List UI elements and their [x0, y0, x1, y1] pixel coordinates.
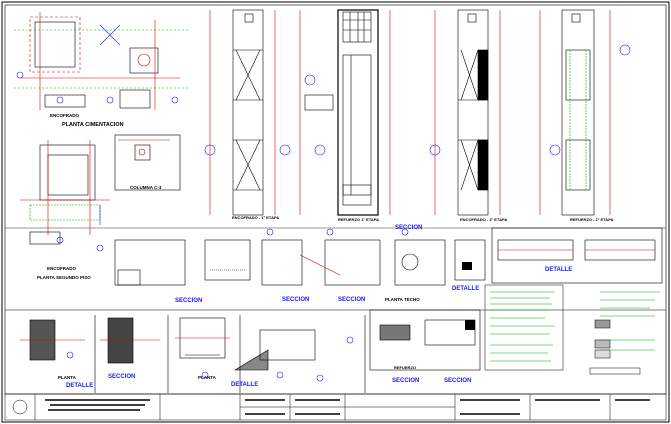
label-elev-1: ENCOFRADO - 1° ETAPA — [232, 215, 280, 220]
second-floor-plan — [20, 140, 110, 252]
middle-sections — [114, 227, 663, 286]
label-detalle-bm: DETALLE — [231, 382, 259, 388]
label-detalle-right: DETALLE — [545, 267, 573, 273]
label-planta-cimentacion: PLANTA CIMENTACION — [62, 122, 124, 128]
label-columna: COLUMNA C-3 — [130, 185, 162, 190]
inner-border — [4, 4, 667, 395]
label-planta-segundo-piso: PLANTA SEGUNDO PISO — [37, 275, 91, 280]
label-seccion-br1: SECCION — [392, 378, 420, 384]
label-planta-bm: PLANTA — [198, 375, 216, 380]
column-detail — [114, 134, 181, 191]
label-detalle-mid: DETALLE — [452, 286, 480, 292]
label-encofrado: ENCOFRADO — [50, 113, 79, 118]
foundation-plan — [14, 12, 190, 110]
label-elev-2: REFUERZO 1° ETAPA — [338, 217, 380, 222]
label-elev-3: ENCOFRADO - 2° ETAPA — [460, 217, 508, 222]
elevation-3 — [429, 9, 501, 216]
label-planta-bl: PLANTA — [58, 375, 76, 380]
label-planta-techo: PLANTA TECHO — [385, 297, 420, 302]
bottom-details — [20, 309, 481, 393]
elevation-2 — [299, 9, 391, 216]
label-refuerzo: REFUERZO — [394, 365, 416, 370]
label-detalle-bl: DETALLE — [66, 383, 94, 389]
title-block — [4, 393, 667, 421]
label-seccion-2: SECCION — [338, 297, 366, 303]
general-notes — [484, 284, 660, 375]
elevation-1 — [204, 9, 291, 216]
label-seccion-left: SECCION — [175, 298, 203, 304]
label-seccion-1: SECCION — [282, 297, 310, 303]
label-elev-4: REFUERZO - 2° ETAPA — [570, 217, 614, 222]
label-seccion-top: SECCION — [395, 225, 423, 231]
label-encofrado-2: ENCOFRADO — [47, 266, 76, 271]
elevation-4 — [539, 9, 631, 216]
label-seccion-br2: SECCION — [444, 378, 472, 384]
label-seccion-bl: SECCION — [108, 374, 136, 380]
